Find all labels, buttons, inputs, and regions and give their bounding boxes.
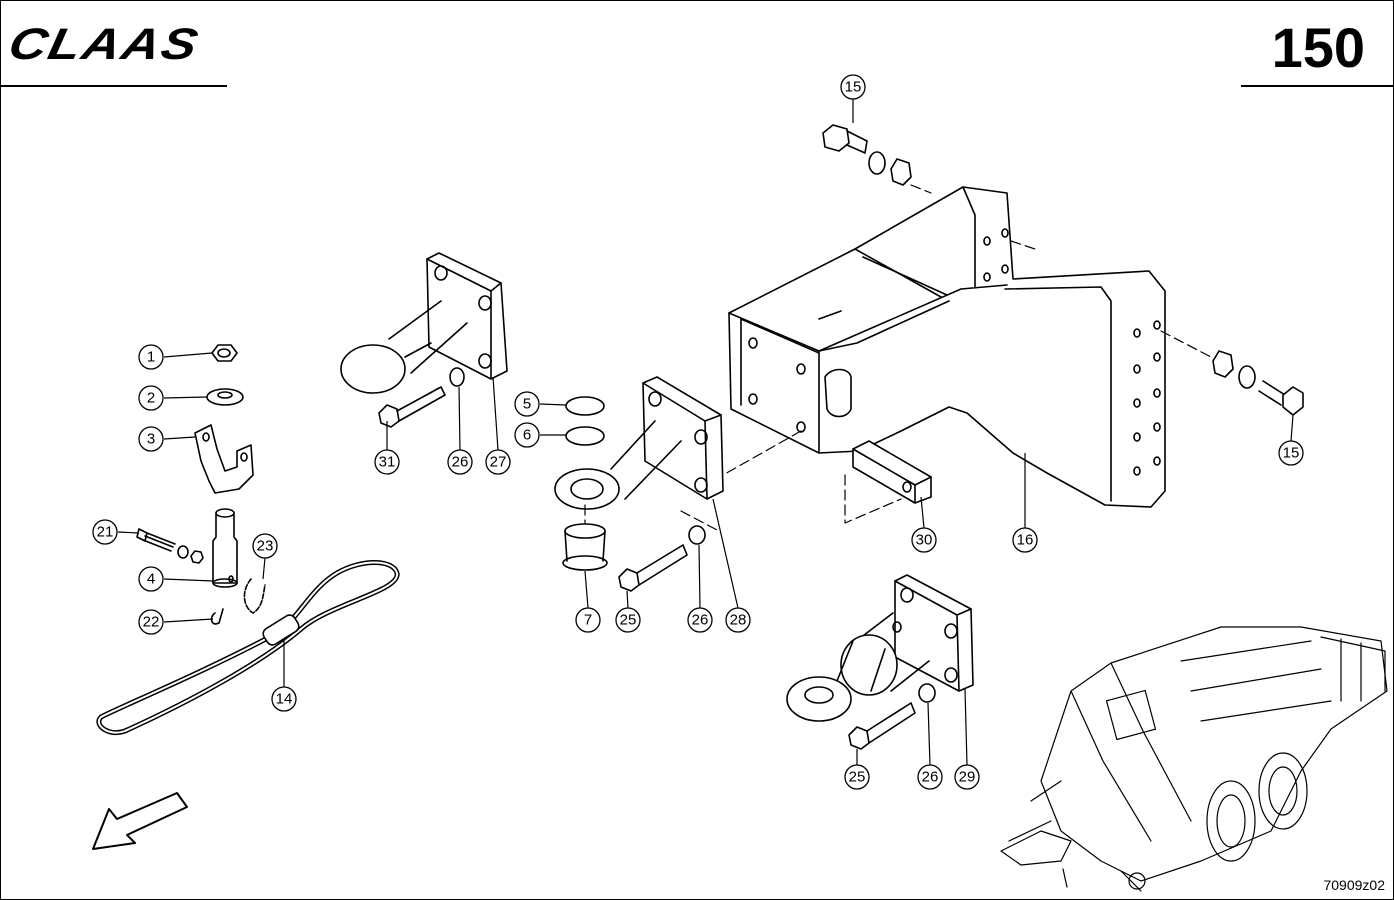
callout-31: 31 bbox=[374, 449, 400, 475]
svg-text:23: 23 bbox=[257, 538, 274, 555]
svg-text:2: 2 bbox=[147, 390, 155, 407]
callout-22: 22 bbox=[138, 609, 164, 635]
nut-icon bbox=[211, 344, 238, 362]
hex-bolt-icon bbox=[1258, 380, 1304, 416]
callout-15: 15 bbox=[840, 74, 866, 100]
svg-text:26: 26 bbox=[922, 769, 939, 786]
callout-14: 14 bbox=[271, 686, 297, 712]
drawing-reference-number: 70909z02 bbox=[1323, 877, 1385, 893]
hex-bolt-icon bbox=[822, 124, 868, 154]
svg-text:25: 25 bbox=[849, 769, 866, 786]
direction-arrow-icon bbox=[92, 792, 188, 850]
hex-bolt-icon bbox=[378, 386, 446, 428]
small-bolt-icon bbox=[136, 528, 176, 552]
drawbar-frame-icon bbox=[728, 186, 1166, 508]
washer-icon bbox=[688, 525, 706, 545]
washer-icon bbox=[206, 388, 244, 406]
washer-icon bbox=[1238, 365, 1256, 389]
callout-25: 25 bbox=[615, 607, 641, 633]
eye-coupling-icon bbox=[554, 376, 724, 510]
small-nut-icon bbox=[190, 550, 204, 564]
bushing-icon bbox=[562, 523, 608, 571]
callout-4: 4 bbox=[138, 566, 164, 592]
svg-text:5: 5 bbox=[523, 396, 531, 413]
header-rule-right bbox=[1241, 85, 1393, 87]
svg-text:4: 4 bbox=[147, 571, 155, 588]
svg-text:28: 28 bbox=[730, 612, 747, 629]
spring-clip-icon bbox=[243, 578, 266, 614]
clevis-coupling-icon bbox=[786, 574, 974, 722]
bracket-icon bbox=[194, 424, 254, 494]
svg-text:15: 15 bbox=[1283, 445, 1300, 462]
pin-icon bbox=[212, 508, 238, 588]
header-rule-left bbox=[1, 85, 227, 87]
callout-28: 28 bbox=[725, 607, 751, 633]
washer-icon bbox=[449, 367, 465, 387]
callout-15: 15 bbox=[1278, 440, 1304, 466]
callout-leaders bbox=[117, 99, 1294, 766]
callout-16: 16 bbox=[1012, 527, 1038, 553]
svg-text:27: 27 bbox=[490, 454, 507, 471]
assembly-guide-lines bbox=[584, 184, 1212, 532]
baler-machine-thumbnail bbox=[1000, 626, 1388, 892]
svg-text:26: 26 bbox=[452, 454, 469, 471]
callout-1: 1 bbox=[138, 344, 164, 370]
svg-text:3: 3 bbox=[147, 431, 155, 448]
hex-bolt-icon bbox=[848, 702, 916, 750]
callout-23: 23 bbox=[252, 533, 278, 559]
svg-text:15: 15 bbox=[845, 79, 862, 96]
ball-hitch-icon bbox=[340, 252, 508, 394]
callout-26: 26 bbox=[447, 449, 473, 475]
svg-text:1: 1 bbox=[147, 349, 155, 366]
svg-text:14: 14 bbox=[276, 691, 293, 708]
svg-text:22: 22 bbox=[143, 614, 160, 631]
svg-text:29: 29 bbox=[959, 769, 976, 786]
svg-text:6: 6 bbox=[523, 427, 531, 444]
callout-26: 26 bbox=[687, 607, 713, 633]
callout-5: 5 bbox=[514, 391, 540, 417]
circlip-icon bbox=[565, 426, 605, 446]
callout-6: 6 bbox=[514, 422, 540, 448]
callout-30: 30 bbox=[911, 527, 937, 553]
nut-icon bbox=[890, 158, 912, 186]
callout-7: 7 bbox=[575, 607, 601, 633]
callout-26: 26 bbox=[917, 764, 943, 790]
svg-text:31: 31 bbox=[379, 454, 396, 471]
callout-21: 21 bbox=[92, 519, 118, 545]
small-washer-icon bbox=[177, 545, 189, 559]
svg-text:25: 25 bbox=[620, 612, 637, 629]
spacer-block-icon bbox=[852, 440, 932, 504]
washer-icon bbox=[868, 151, 886, 175]
nut-icon bbox=[1212, 350, 1234, 378]
hex-bolt-icon bbox=[618, 544, 688, 592]
svg-text:30: 30 bbox=[916, 532, 933, 549]
callout-3: 3 bbox=[138, 426, 164, 452]
svg-text:16: 16 bbox=[1017, 532, 1034, 549]
svg-text:26: 26 bbox=[692, 612, 709, 629]
callout-27: 27 bbox=[485, 449, 511, 475]
linch-pin-icon bbox=[210, 608, 224, 625]
callout-25: 25 bbox=[844, 764, 870, 790]
page-number: 150 bbox=[1271, 16, 1365, 79]
svg-text:21: 21 bbox=[97, 524, 114, 541]
washer-icon bbox=[918, 683, 936, 703]
svg-text:7: 7 bbox=[584, 612, 592, 629]
circlip-icon bbox=[565, 396, 605, 416]
callout-29: 29 bbox=[954, 764, 980, 790]
callout-2: 2 bbox=[138, 385, 164, 411]
